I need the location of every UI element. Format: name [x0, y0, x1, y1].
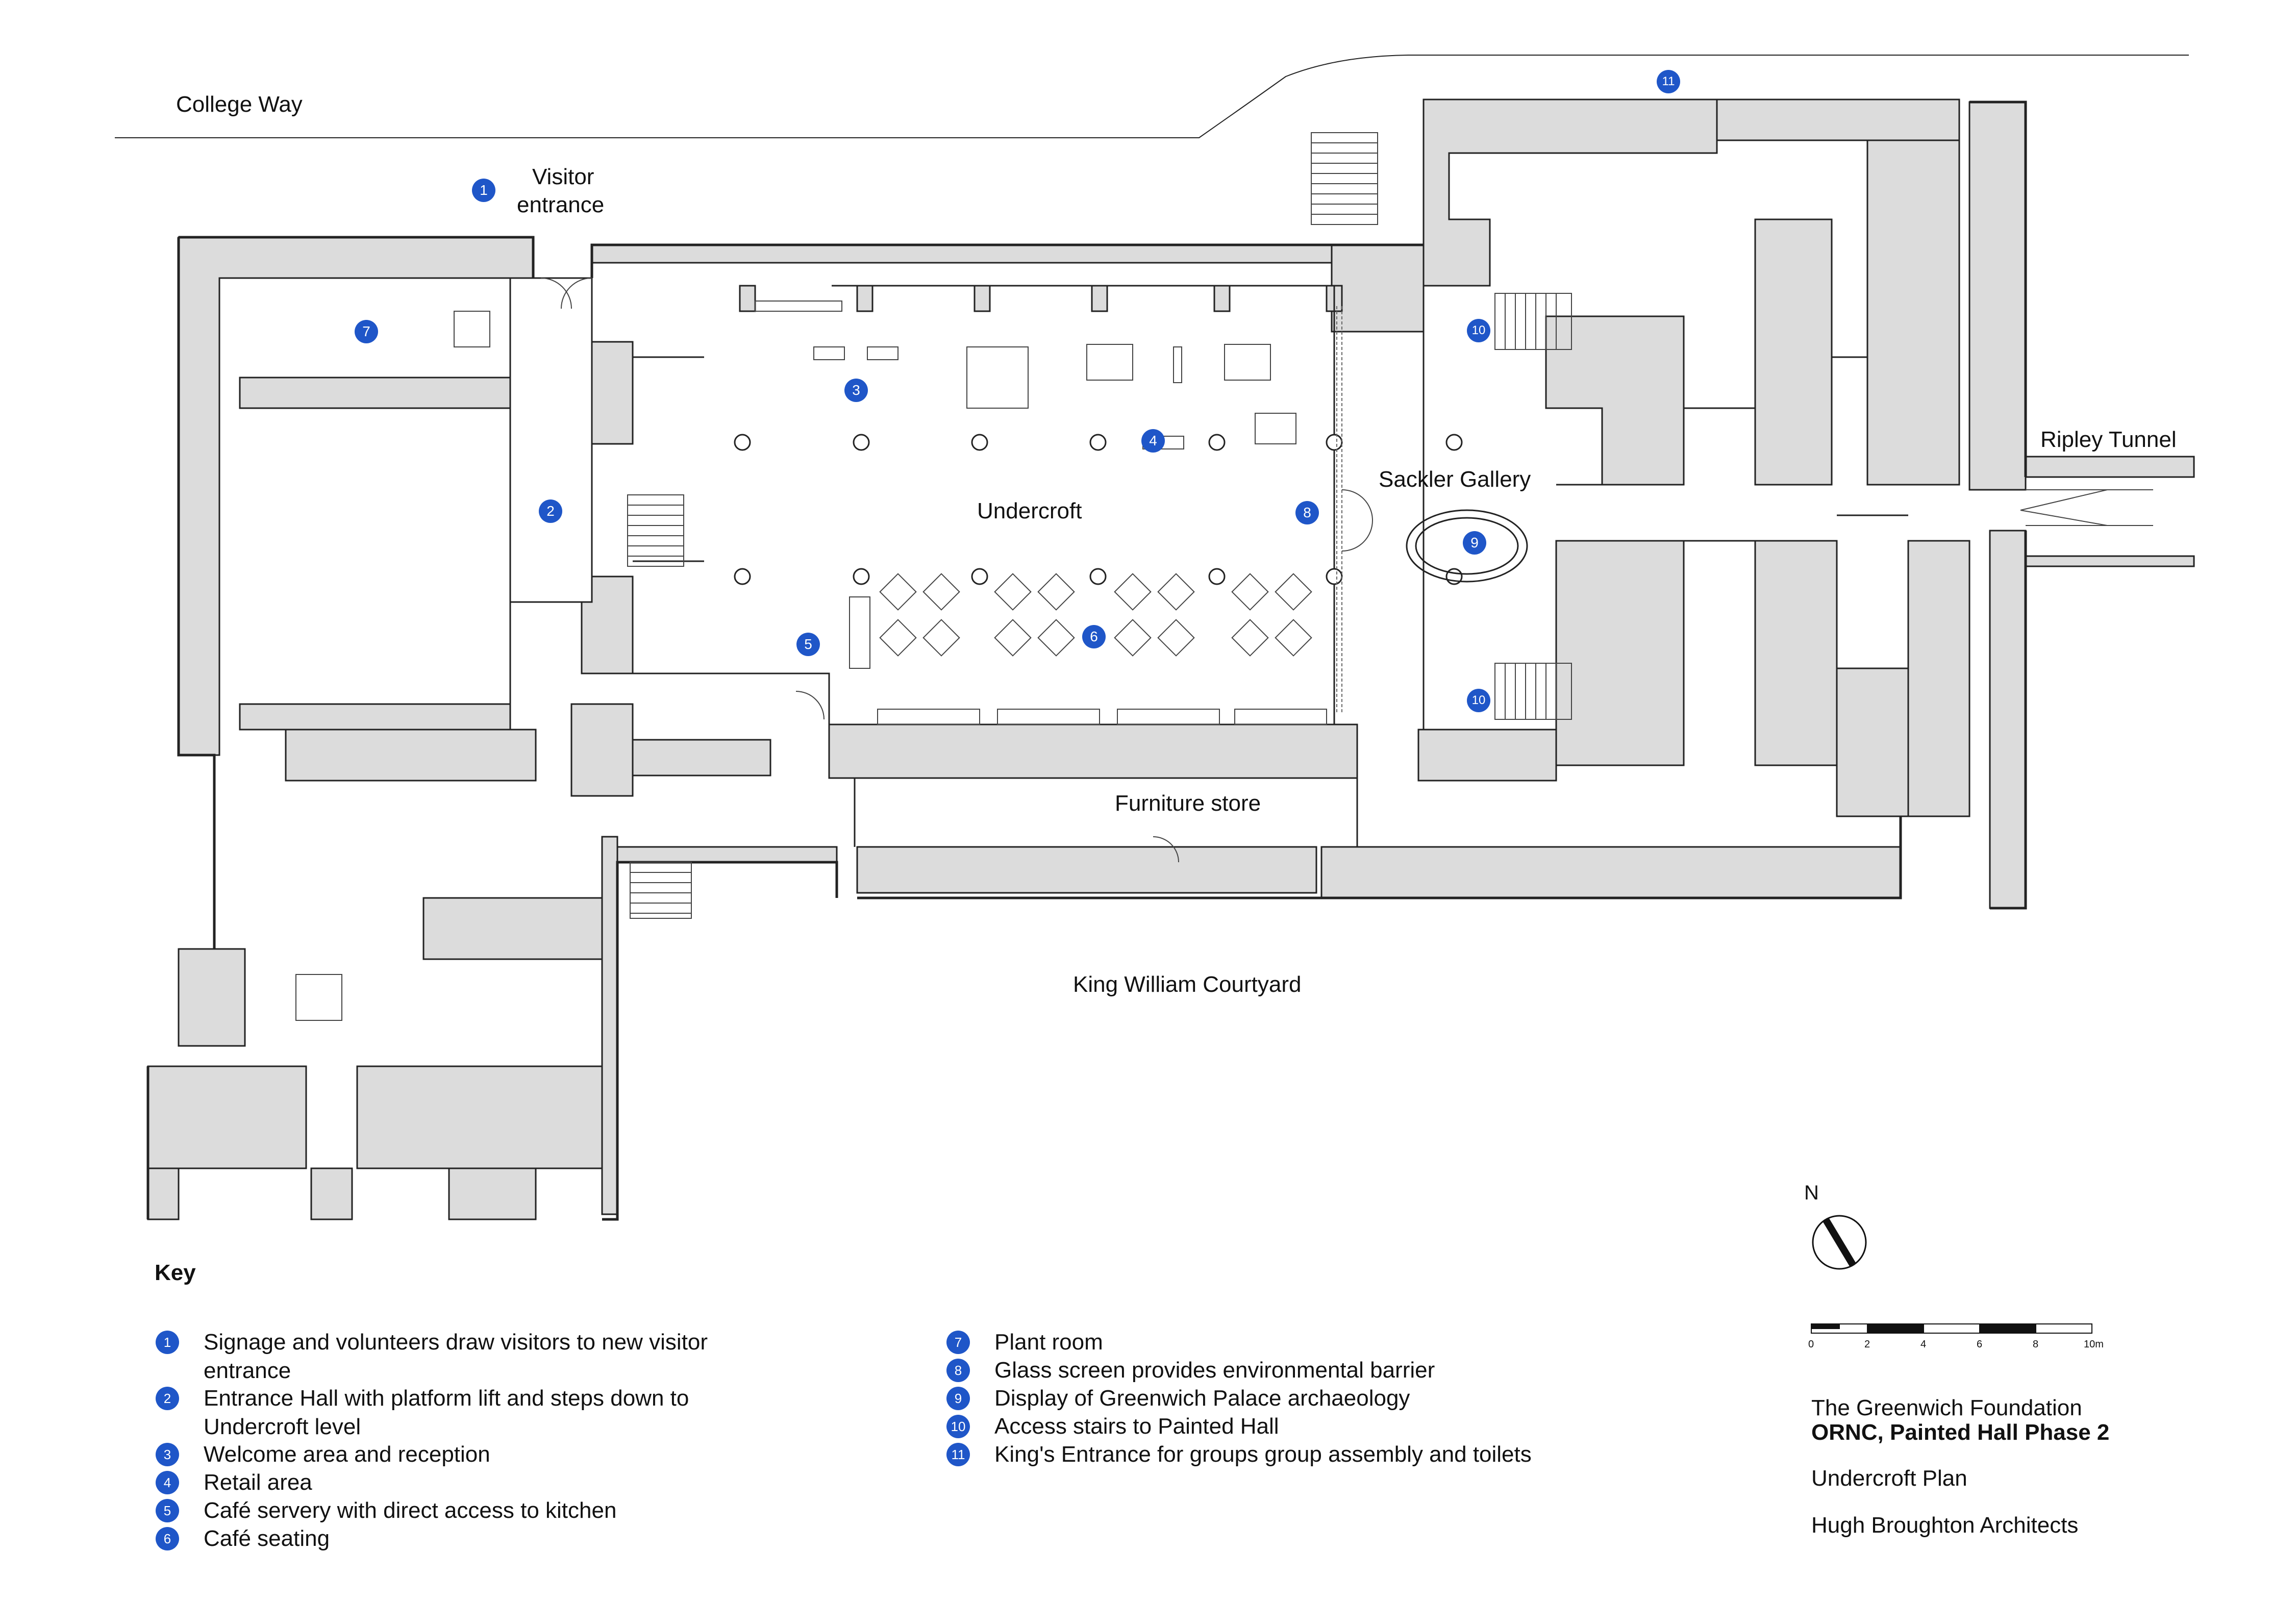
key-badge: 10: [946, 1415, 970, 1438]
scale-tick: 8: [2033, 1339, 2039, 1350]
scale-tick: 4: [1920, 1339, 1927, 1350]
key-text: Glass screen provides environmental barr…: [994, 1358, 1435, 1383]
scale-tick: 0: [1808, 1339, 1814, 1350]
sackler-gallery-label: Sackler Gallery: [1379, 467, 1531, 492]
key-item-9: 9 Display of Greenwich Palace archaeolog…: [946, 1384, 1712, 1413]
cafe-tables: [877, 573, 1327, 725]
client-name: The Greenwich Foundation: [1811, 1395, 2082, 1420]
key-item-10: 10 Access stairs to Painted Hall: [946, 1412, 1712, 1441]
stairs: [295, 132, 1572, 1021]
key-text: Welcome area and reception: [204, 1442, 490, 1467]
marker-7: 7: [355, 320, 378, 343]
undercroft-columns: [734, 434, 1463, 585]
key-text: Entrance Hall with platform lift and ste…: [204, 1386, 689, 1439]
college-way-label: College Way: [176, 92, 303, 117]
key-badge: 5: [156, 1499, 179, 1522]
drawing-title: Undercroft Plan: [1811, 1466, 1967, 1491]
scale-tick: 2: [1864, 1339, 1870, 1350]
undercroft-label: Undercroft: [977, 498, 1082, 523]
key-badge: 4: [156, 1471, 179, 1494]
key-text: Access stairs to Painted Hall: [994, 1414, 1279, 1439]
key-item-8: 8 Glass screen provides environmental ba…: [946, 1356, 1712, 1385]
key-badge: 8: [946, 1359, 970, 1382]
ripley-tunnel-entry: [2020, 489, 2153, 526]
scale-tick: 6: [1977, 1339, 1983, 1350]
key-text: Café servery with direct access to kitch…: [204, 1498, 617, 1523]
key-item-2: 2 Entrance Hall with platform lift and s…: [156, 1384, 788, 1441]
marker-6: 6: [1082, 625, 1106, 648]
key-item-3: 3 Welcome area and reception: [156, 1440, 788, 1469]
key-text: Retail area: [204, 1470, 312, 1495]
key-badge: 2: [156, 1387, 179, 1410]
scale-tick: 10m: [2084, 1339, 2104, 1350]
key-text: Signage and volunteers draw visitors to …: [204, 1330, 708, 1383]
reception-retail-furniture: [755, 301, 1296, 669]
key-text: Plant room: [994, 1330, 1103, 1355]
key-text: Café seating: [204, 1526, 330, 1551]
building-outline: [146, 101, 2027, 1221]
key-badge: 7: [946, 1331, 970, 1354]
glass-screen: [1336, 306, 1342, 714]
marker-10-lower: 10: [1467, 689, 1490, 712]
key-badge: 1: [156, 1331, 179, 1354]
scale-bar: [1811, 1323, 2092, 1334]
north-label: N: [1804, 1182, 1819, 1204]
key-item-4: 4 Retail area: [156, 1468, 788, 1497]
key-title: Key: [155, 1260, 196, 1285]
king-william-courtyard-label: King William Courtyard: [1073, 972, 1302, 997]
key-badge: 6: [156, 1527, 179, 1550]
archaeology-display: [1406, 509, 1528, 583]
furniture-store-label: Furniture store: [1115, 791, 1261, 816]
marker-2: 2: [539, 499, 562, 523]
key-badge: 9: [946, 1387, 970, 1410]
marker-9: 9: [1463, 531, 1486, 555]
key-item-7: 7 Plant room: [946, 1328, 1712, 1357]
project-name: ORNC, Painted Hall Phase 2: [1811, 1420, 2110, 1445]
marker-11: 11: [1657, 70, 1680, 93]
ripley-tunnel-label: Ripley Tunnel: [2040, 427, 2177, 452]
key-item-1: 1 Signage and volunteers draw visitors t…: [156, 1328, 788, 1385]
key-badge: 3: [156, 1443, 179, 1466]
wall-masses: [147, 98, 2195, 1220]
architect-name: Hugh Broughton Architects: [1811, 1513, 2079, 1538]
marker-4: 4: [1141, 429, 1165, 453]
marker-8: 8: [1295, 501, 1319, 524]
key-text: King's Entrance for groups group assembl…: [994, 1442, 1532, 1467]
visitor-entrance-label-line2: entrance: [517, 192, 605, 217]
key-item-11: 11 King's Entrance for groups group asse…: [946, 1440, 1712, 1469]
marker-1: 1: [472, 179, 495, 202]
key-badge: 11: [946, 1443, 970, 1466]
college-way-road-edge: [115, 55, 2189, 138]
visitor-entrance-label-line1: Visitor: [532, 164, 594, 189]
key-text: Display of Greenwich Palace archaeology: [994, 1386, 1410, 1411]
door-swings: [540, 278, 1373, 863]
marker-3: 3: [844, 379, 868, 402]
key-item-6: 6 Café seating: [156, 1524, 788, 1553]
north-arrow: [1812, 1215, 1867, 1270]
marker-5: 5: [796, 633, 820, 656]
key-item-5: 5 Café servery with direct access to kit…: [156, 1496, 788, 1525]
marker-10-upper: 10: [1467, 319, 1490, 342]
